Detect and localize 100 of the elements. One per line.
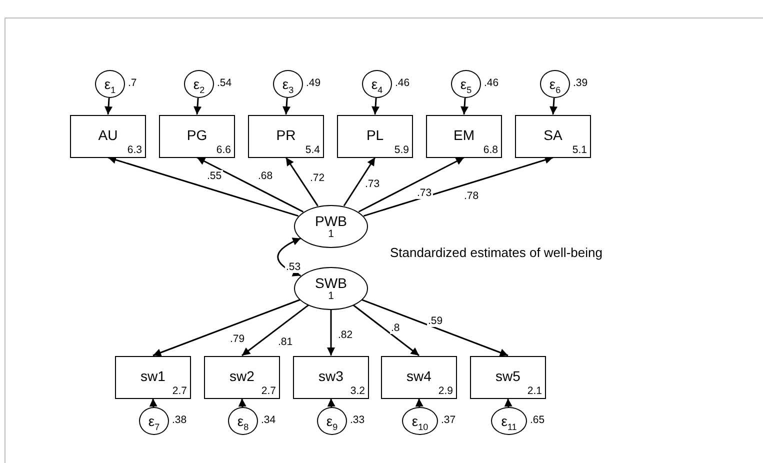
observed-variable-box <box>515 114 591 158</box>
path-arrow <box>194 98 202 115</box>
error-term-circle <box>184 70 214 98</box>
intercept-value: 2.9 <box>438 384 453 396</box>
error-term-circle <box>273 70 303 98</box>
intercept-value: 2.1 <box>527 384 542 396</box>
error-label: ε$_{11}$ <box>500 413 518 434</box>
variance-value: 1 <box>327 290 335 302</box>
error-term-circle <box>491 407 527 435</box>
observed-variable-box <box>204 356 280 398</box>
error-label: ε$_{8}$ <box>236 413 250 434</box>
path-arrow <box>504 398 512 408</box>
variable-label: PL <box>365 126 385 142</box>
path-arrow <box>358 156 464 212</box>
variance-value: 1 <box>327 228 335 240</box>
edge-label: .81 <box>277 336 294 348</box>
observed-variable-box <box>337 114 413 158</box>
observed-variable-box <box>248 114 324 158</box>
error-term-circle <box>451 70 481 98</box>
observed-variable-box <box>470 356 546 398</box>
error-term-circle <box>362 70 392 98</box>
variable-label: sw2 <box>228 368 256 384</box>
variance-value: .37 <box>441 414 456 426</box>
path-arrow <box>415 398 424 408</box>
error-label: ε$_{6}$ <box>548 76 562 97</box>
observed-variable-box <box>381 356 457 398</box>
path-arrow <box>104 98 113 115</box>
path-arrow <box>108 156 298 217</box>
variable-label: SA <box>542 126 564 142</box>
error-term-circle <box>95 70 125 98</box>
path-arrow <box>460 98 469 115</box>
intercept-value: 5.4 <box>305 144 320 156</box>
error-label: ε$_{5}$ <box>459 76 473 97</box>
variable-label: EM <box>452 126 476 142</box>
variable-label: AU <box>97 126 119 142</box>
path-arrow <box>372 98 380 115</box>
path-arrow <box>550 98 558 115</box>
variable-label: sw4 <box>406 368 432 384</box>
intercept-value: 3.2 <box>350 384 365 396</box>
error-label: ε$_{9}$ <box>325 413 339 434</box>
observed-variable-box <box>159 114 235 158</box>
variance-value: .7 <box>128 77 137 89</box>
edge-label: .73 <box>364 178 381 190</box>
path-arrow <box>362 299 508 356</box>
edge-label: .78 <box>463 190 480 202</box>
observed-variable-box <box>70 114 146 158</box>
edge-label: .72 <box>309 172 326 184</box>
variance-value: .33 <box>350 414 365 426</box>
path-arrow <box>238 398 246 408</box>
variance-value: .46 <box>395 77 410 89</box>
edge-label: .55 <box>206 170 223 182</box>
error-label: ε$_{4}$ <box>370 76 384 97</box>
intercept-value: 5.1 <box>572 144 587 156</box>
variable-label: PR <box>275 126 297 142</box>
intercept-value: 5.9 <box>394 144 409 156</box>
variable-label: SWB <box>314 274 348 290</box>
variance-value: .38 <box>172 414 187 426</box>
error-label: ε$_{3}$ <box>281 76 295 97</box>
path-arrow <box>327 310 335 356</box>
variance-value: .54 <box>217 77 232 89</box>
intercept-value: 2.7 <box>261 384 276 396</box>
intercept-value: 6.8 <box>483 144 498 156</box>
variance-value: .39 <box>573 77 588 89</box>
observed-variable-box <box>293 356 369 398</box>
path-arrow <box>285 157 318 206</box>
intercept-value: 2.7 <box>172 384 187 396</box>
observed-variable-box <box>115 356 191 398</box>
edge-label: .73 <box>416 187 433 199</box>
error-term-circle <box>317 407 347 435</box>
variable-label: sw3 <box>318 368 344 384</box>
edge-label: .59 <box>427 315 444 327</box>
observed-variable-box <box>426 114 502 158</box>
error-label: ε$_{1}$ <box>103 76 117 97</box>
path-arrow <box>327 398 336 408</box>
error-term-circle <box>540 70 570 98</box>
path-arrow <box>152 299 300 356</box>
variance-value: .46 <box>484 77 499 89</box>
error-label: ε$_{7}$ <box>147 413 161 434</box>
error-label: ε$_{10}$ <box>410 413 430 434</box>
edge-label: .79 <box>229 333 246 345</box>
error-term-circle <box>402 407 438 435</box>
path-arrow <box>196 156 304 212</box>
covariance-arrow <box>277 238 302 276</box>
edge-label: .68 <box>257 170 274 182</box>
path-arrow <box>363 156 554 217</box>
variable-label: sw1 <box>140 368 166 384</box>
latent-variable-ellipse <box>294 204 368 248</box>
path-arrow <box>149 398 158 408</box>
intercept-value: 6.6 <box>216 144 231 156</box>
note-text: Standardized estimates of well-being <box>390 245 602 260</box>
error-term-circle <box>139 407 169 435</box>
error-label: ε$_{2}$ <box>192 76 206 97</box>
path-arrow <box>352 304 420 356</box>
variable-label: PG <box>186 126 208 142</box>
variable-label: PWB <box>314 212 348 228</box>
path-arrow <box>343 157 376 206</box>
error-term-circle <box>228 407 258 435</box>
variance-value: .34 <box>261 414 276 426</box>
path-arrow <box>282 98 291 115</box>
path-arrow <box>242 304 309 356</box>
